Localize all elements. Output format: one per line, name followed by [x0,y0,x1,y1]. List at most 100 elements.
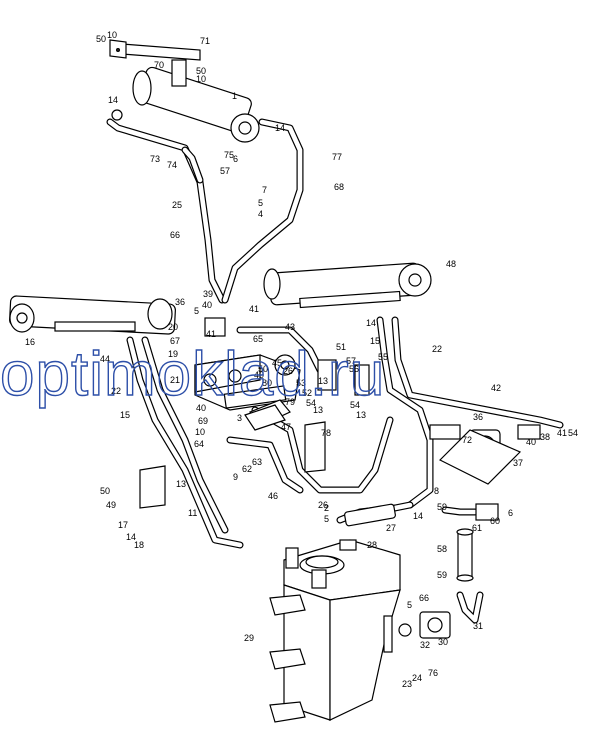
part-number-label: 55 [378,352,388,362]
part-number-label: 2 [324,503,329,513]
part-number-label: 32 [420,640,430,650]
part-number-label: 15 [120,410,130,420]
part-number-label: 14 [366,318,376,328]
part-number-label: 49 [106,500,116,510]
part-number-label: 20 [168,322,178,332]
part-number-label: 80 [262,378,272,388]
part-number-label: 14 [126,532,136,542]
part-number-label: 10 [195,427,205,437]
part-number-label: 61 [472,523,482,533]
part-number-label: 48 [446,259,456,269]
part-number-label: 8 [434,486,439,496]
part-number-label: 5 [258,198,263,208]
part-number-label: 24 [412,673,422,683]
part-number-label: 45 [272,358,282,368]
part-number-label: 27 [386,523,396,533]
return-line-parts [344,503,499,639]
part-number-label: 1 [232,91,237,101]
part-number-label: 78 [321,428,331,438]
hydraulic-cylinder-1 [111,59,260,143]
part-number-label: 22 [432,344,442,354]
part-number-label: 52 [302,388,312,398]
part-number-label: 6 [233,154,238,164]
part-number-label: 15 [370,336,380,346]
right-valve-parts [317,359,541,485]
part-number-label: 69 [198,416,208,426]
part-number-label: 40 [202,300,212,310]
part-number-label: 79 [285,397,295,407]
part-number-label: 21 [170,375,180,385]
part-number-label: 60 [490,516,500,526]
part-number-label: 54 [306,398,316,408]
part-number-label: 42 [491,383,501,393]
part-number-label: 23 [402,679,412,689]
part-number-label: 31 [473,621,483,631]
part-number-label: 73 [150,154,160,164]
part-number-label: 30 [438,637,448,647]
part-number-label: 50 [100,486,110,496]
brackets [139,404,326,509]
part-number-label: 18 [134,540,144,550]
part-number-label: 36 [473,412,483,422]
part-number-label: 68 [334,182,344,192]
watermark-text: optimoklad.ru [0,340,385,409]
part-number-label: 74 [167,160,177,170]
part-number-label: 54 [568,428,578,438]
hydraulic-tank-29 [269,539,401,723]
part-number-label: 76 [428,668,438,678]
part-number-label: 59 [437,570,447,580]
part-number-label: 13 [356,410,366,420]
part-number-label: 71 [200,36,210,46]
part-number-label: 64 [194,439,204,449]
part-number-label: 10 [107,30,117,40]
part-number-label: 11 [188,508,197,518]
part-number-label: 57 [220,166,230,176]
part-number-label: 75 [224,150,234,160]
part-number-label: 59 [437,502,447,512]
part-number-label: 17 [118,520,128,530]
part-number-label: 10 [196,74,206,84]
part-number-label: 41 [557,428,567,438]
part-number-label: 4 [258,209,263,219]
part-number-label: 22 [111,386,121,396]
part-number-label: 67 [170,336,180,346]
part-number-label: 19 [168,349,178,359]
part-number-label: 58 [437,544,447,554]
part-number-label: 44 [100,354,110,364]
part-number-label: 14 [413,511,423,521]
part-number-label: 6 [508,508,513,518]
part-number-label: 50 [96,34,106,44]
part-number-label: 41 [206,329,216,339]
part-number-label: 53 [296,378,306,388]
part-number-label: 25 [172,200,182,210]
part-number-label: 47 [281,422,291,432]
part-number-label: 62 [242,464,252,474]
part-number-label: 56 [349,364,359,374]
part-number-label: 57 [346,356,356,366]
part-number-label: 77 [332,152,342,162]
part-number-label: 38 [540,432,550,442]
bracket-71 [109,39,201,61]
part-number-label: 14 [275,123,285,133]
part-number-label: 29 [244,633,254,643]
part-number-label: 63 [252,457,262,467]
hydraulic-lines [106,118,564,549]
part-number-label: 16 [25,337,35,347]
hydraulic-cylinder-48 [263,262,432,309]
part-number-label: 5 [324,514,329,524]
part-number-label: 28 [367,540,377,550]
part-number-label: 5 [194,306,199,316]
part-number-label: 5 [407,600,412,610]
part-number-label: 37 [513,458,523,468]
part-number-label: 13 [313,405,323,415]
part-number-label: 14 [108,95,118,105]
part-number-label: 50 [196,66,206,76]
part-number-label: 39 [203,289,213,299]
part-number-label: 13 [176,479,186,489]
part-number-label: 70 [154,60,164,70]
part-number-label: 9 [233,472,238,482]
part-number-label: 36 [175,297,185,307]
part-number-label: 65 [253,334,263,344]
part-number-label: 43 [285,322,295,332]
